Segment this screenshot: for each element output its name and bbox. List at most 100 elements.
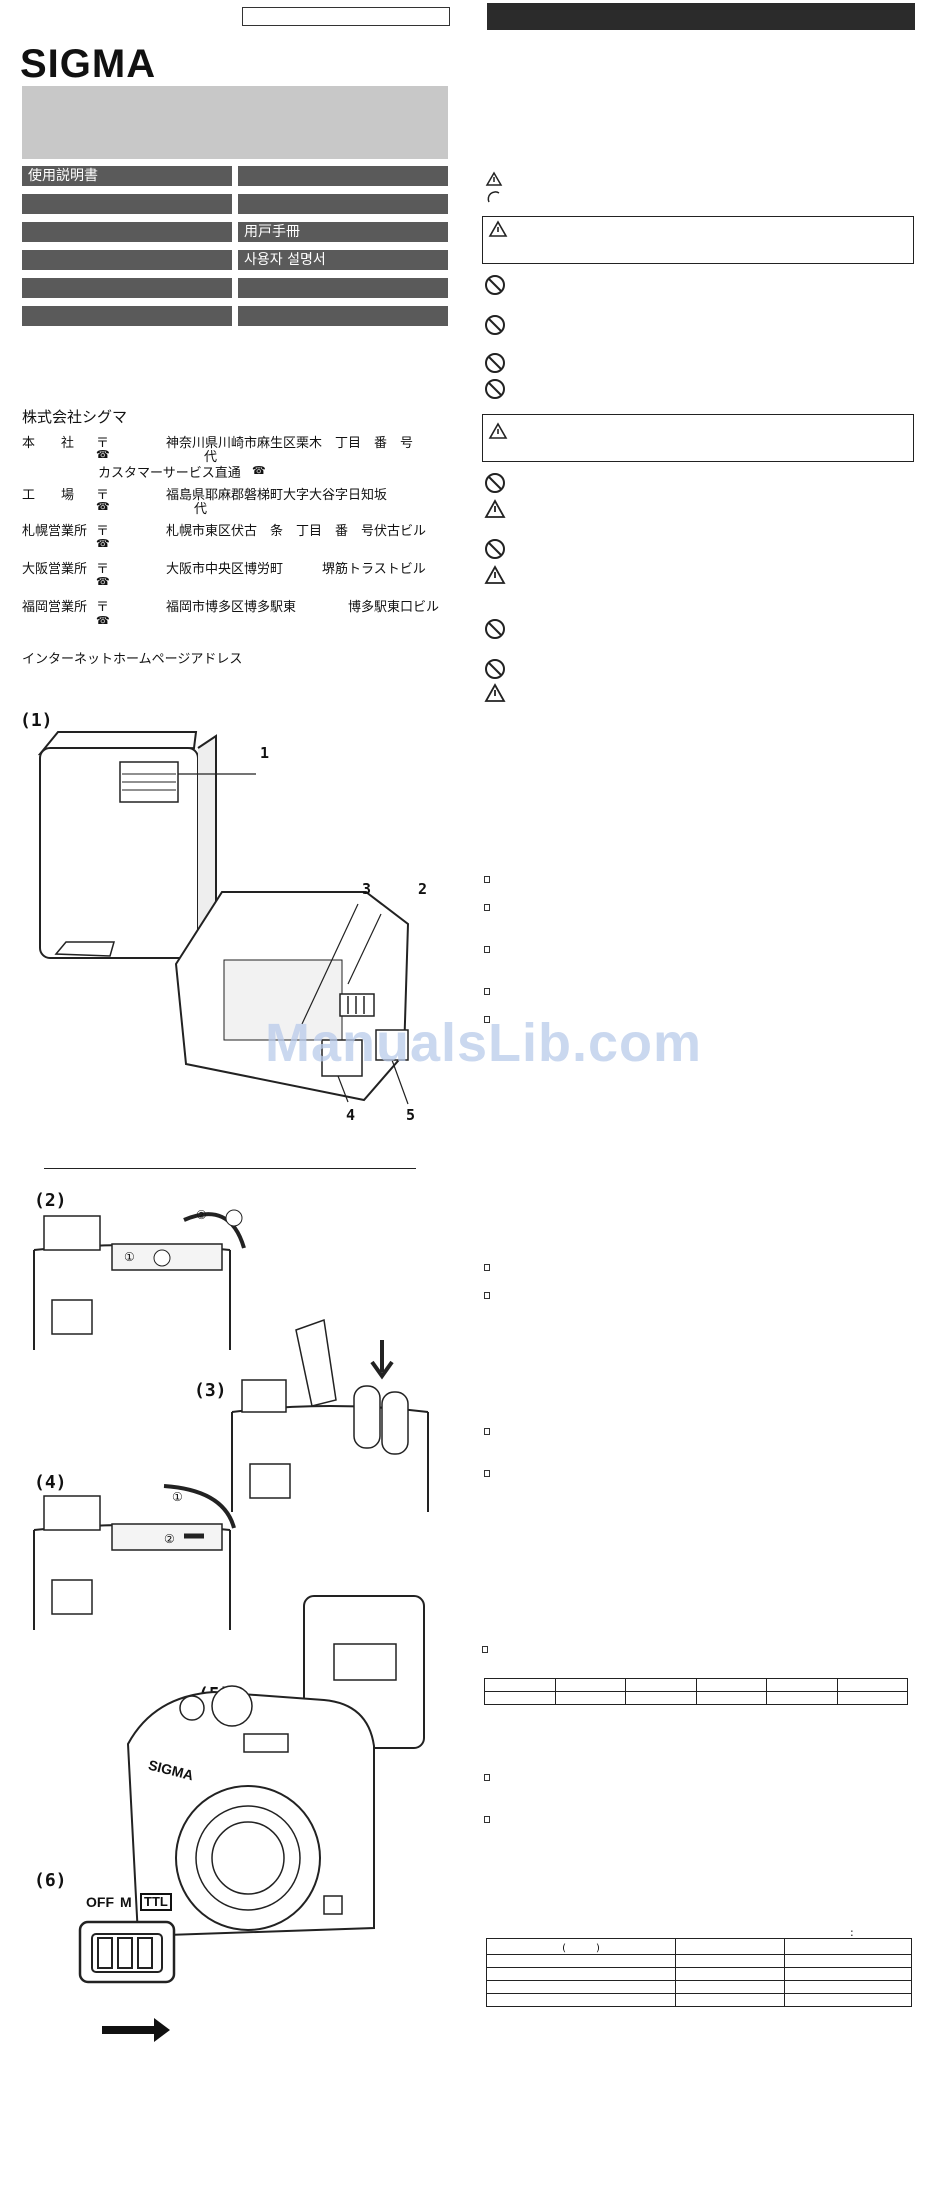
- figure-label-3: (3): [194, 1380, 227, 1401]
- language-item[interactable]: [238, 278, 448, 298]
- step-2-marker: ②: [164, 1532, 175, 1546]
- language-item[interactable]: [22, 306, 232, 326]
- bullet-marker: [484, 1428, 490, 1435]
- language-item[interactable]: [22, 194, 232, 214]
- spec-table-2: ( ): [486, 1938, 912, 2007]
- camera-mount-illustration: [126, 1595, 425, 1938]
- battery-insert-illustration: [231, 1318, 429, 1512]
- warning-triangle-icon: [484, 499, 506, 518]
- bullet-marker: [484, 1016, 490, 1023]
- language-item[interactable]: [238, 194, 448, 214]
- bullet-marker: [484, 1816, 490, 1823]
- language-item[interactable]: [22, 278, 232, 298]
- office-address: 福岡市博多区博多駅東 博多駅東口ビル: [166, 600, 440, 615]
- prohibition-circle-icon: [485, 619, 505, 639]
- figure-label-4: (4): [34, 1472, 67, 1493]
- figure-label-6: (6): [34, 1870, 67, 1891]
- title-banner: [22, 86, 448, 159]
- callout-2: 2: [418, 880, 428, 898]
- warning-triangle-icon: [488, 422, 508, 439]
- watermark: ManualsLib.com: [265, 1013, 703, 1073]
- switch-label-off: OFF: [86, 1894, 114, 1910]
- language-item[interactable]: [22, 250, 232, 270]
- spec-table-1: [484, 1678, 908, 1705]
- flash-unit-illustration: [37, 731, 410, 1105]
- prohibition-circle-icon: [487, 191, 500, 203]
- phone-icon: ☎: [96, 448, 110, 461]
- postal-mark: 〒: [96, 600, 110, 615]
- warning-box: [482, 216, 914, 264]
- prohibition-circle-icon: [485, 275, 505, 295]
- bullet-marker: [484, 1470, 490, 1477]
- warning-triangle-icon: [488, 220, 508, 237]
- office-line3: カスタマーサービス直通: [98, 466, 241, 481]
- office-line2: 代: [204, 450, 218, 465]
- bullet-marker: [482, 1646, 488, 1653]
- callout-4: 4: [346, 1106, 356, 1124]
- table-header-cell: ( ): [486, 1938, 676, 1955]
- office-line2: 代: [194, 502, 208, 517]
- prohibition-circle-icon: [485, 659, 505, 679]
- bullet-marker: [484, 1264, 490, 1271]
- office-label: 大阪営業所: [22, 562, 88, 577]
- phone-icon: ☎: [252, 464, 266, 477]
- mode-switch: [339, 993, 375, 1017]
- callout-1: 1: [260, 744, 270, 762]
- caution-box: [482, 414, 914, 462]
- language-item[interactable]: [22, 222, 232, 242]
- language-item[interactable]: [238, 306, 448, 326]
- office-address: 札幌市東区伏古 条 丁目 番 号伏古ビル: [166, 524, 427, 539]
- figure-label-1: (1): [20, 710, 53, 731]
- prohibition-circle-icon: [485, 315, 505, 335]
- postal-mark: 〒: [96, 488, 110, 503]
- step-2-marker: ②: [196, 1208, 207, 1222]
- postal-mark: 〒: [96, 436, 110, 451]
- figure-label-2: (2): [34, 1190, 67, 1211]
- prohibition-circle-icon: [485, 353, 505, 373]
- office-address: 福島県耶麻郡磐梯町大字大谷字日知坂: [166, 488, 388, 503]
- bullet-marker: [484, 1774, 490, 1781]
- prohibition-circle-icon: [485, 379, 505, 399]
- postal-mark: 〒: [96, 562, 110, 577]
- battery-door-close-illustration: [33, 1484, 236, 1630]
- warning-triangle-icon: [484, 683, 506, 702]
- language-item[interactable]: [238, 166, 448, 186]
- office-address: 神奈川県川崎市麻生区栗木 丁目 番 号: [166, 436, 414, 451]
- table-note: :: [850, 1926, 854, 1939]
- phone-icon: ☎: [96, 500, 110, 513]
- callout-5: 5: [406, 1106, 416, 1124]
- bullet-marker: [484, 876, 490, 883]
- battery-door-open-illustration: [33, 1209, 246, 1350]
- bullet-marker: [484, 946, 490, 953]
- title-box: [242, 7, 450, 26]
- prohibition-circle-icon: [485, 539, 505, 559]
- office-address: 大阪市中央区博労町 堺筋トラストビル: [166, 562, 426, 577]
- office-label: 札幌営業所: [22, 524, 88, 539]
- postal-mark: 〒: [96, 524, 110, 539]
- language-item[interactable]: 使用説明書: [22, 166, 232, 186]
- phone-icon: ☎: [96, 575, 110, 588]
- bullet-marker: [484, 904, 490, 911]
- company-name: 株式会社シグマ: [22, 408, 128, 426]
- switch-label-m: M: [120, 1894, 132, 1910]
- warning-triangle-icon: [485, 171, 503, 186]
- bullet-marker: [484, 988, 490, 995]
- phone-icon: ☎: [96, 537, 110, 550]
- prohibition-circle-icon: [485, 473, 505, 493]
- internet-address-label: インターネットホームページアドレス: [22, 652, 243, 667]
- section-header-bar: [487, 3, 915, 30]
- mode-switch-illustration: [78, 1920, 176, 2042]
- bullet-marker: [484, 1292, 490, 1299]
- language-item[interactable]: 用戸手冊: [238, 222, 448, 242]
- phone-icon: ☎: [96, 614, 110, 627]
- callout-3: 3: [362, 880, 372, 898]
- step-1-marker: ①: [172, 1490, 183, 1504]
- language-item[interactable]: 사용자 설명서: [238, 250, 448, 270]
- brand-logo: SIGMA: [20, 42, 157, 86]
- switch-label-ttl: TTL: [140, 1893, 172, 1911]
- step-1-marker: ①: [124, 1250, 135, 1264]
- office-label: 工 場: [22, 488, 75, 503]
- office-label: 福岡営業所: [22, 600, 88, 615]
- warning-triangle-icon: [484, 565, 506, 584]
- divider: [44, 1168, 416, 1169]
